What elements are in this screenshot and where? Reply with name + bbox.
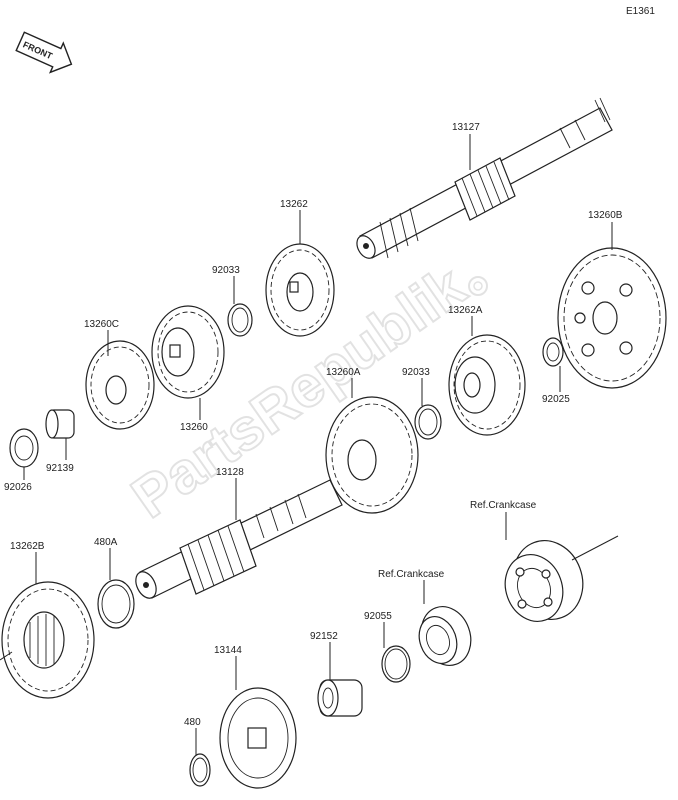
- circlip-92033-lower: [414, 404, 442, 440]
- label-13262A: 13262A: [448, 305, 483, 316]
- circlip-480: [189, 753, 211, 787]
- shaft-13127: [356, 97, 613, 259]
- shaft-13128: [135, 479, 343, 599]
- gear-13262B: [0, 581, 95, 699]
- label-92026: 92026: [4, 482, 32, 493]
- gear-13260B: [557, 247, 667, 389]
- label-92033-lower: 92033: [402, 367, 430, 378]
- gear-13262A: [448, 334, 526, 436]
- gear-13262: [265, 243, 335, 337]
- label-13260: 13260: [180, 422, 208, 433]
- oil-seal-ref-crankcase: [418, 606, 472, 666]
- diagram-code: E1361: [626, 6, 655, 17]
- label-92055: 92055: [364, 611, 392, 622]
- leader-lines: [23, 134, 613, 756]
- label-13262: 13262: [280, 199, 308, 210]
- label-480: 480: [184, 717, 201, 728]
- washer-92026: [9, 428, 39, 468]
- part-labels: 13127 13262 13260B 92033 13262A 13260C 1…: [4, 122, 623, 728]
- washer-92025: [542, 337, 564, 367]
- label-13262B: 13262B: [10, 541, 45, 552]
- gear-13260C: [85, 340, 155, 430]
- sprocket-13144: [219, 687, 297, 789]
- label-13260B: 13260B: [588, 210, 623, 221]
- label-92025: 92025: [542, 394, 570, 405]
- label-92033-upper: 92033: [212, 265, 240, 276]
- label-92139: 92139: [46, 463, 74, 474]
- bearing-ref-crankcase: [504, 535, 619, 622]
- label-ref-crankcase-upper: Ref.Crankcase: [470, 500, 537, 511]
- label-ref-crankcase-lower: Ref.Crankcase: [378, 569, 445, 580]
- label-13260A: 13260A: [326, 367, 361, 378]
- label-13127: 13127: [452, 122, 480, 133]
- collar-92152: [317, 679, 363, 717]
- circlip-480A: [97, 579, 135, 629]
- gear-13260: [151, 305, 225, 399]
- label-13128: 13128: [216, 467, 244, 478]
- label-13260C: 13260C: [84, 319, 119, 330]
- label-92152: 92152: [310, 631, 338, 642]
- o-ring-92055: [381, 645, 411, 683]
- gear-13260A: [325, 396, 419, 514]
- bushing-92139: [45, 409, 75, 439]
- circlip-92033-upper: [227, 303, 253, 337]
- front-arrow-icon: FRONT: [15, 31, 73, 74]
- label-480A: 480A: [94, 537, 118, 548]
- label-13144: 13144: [214, 645, 242, 656]
